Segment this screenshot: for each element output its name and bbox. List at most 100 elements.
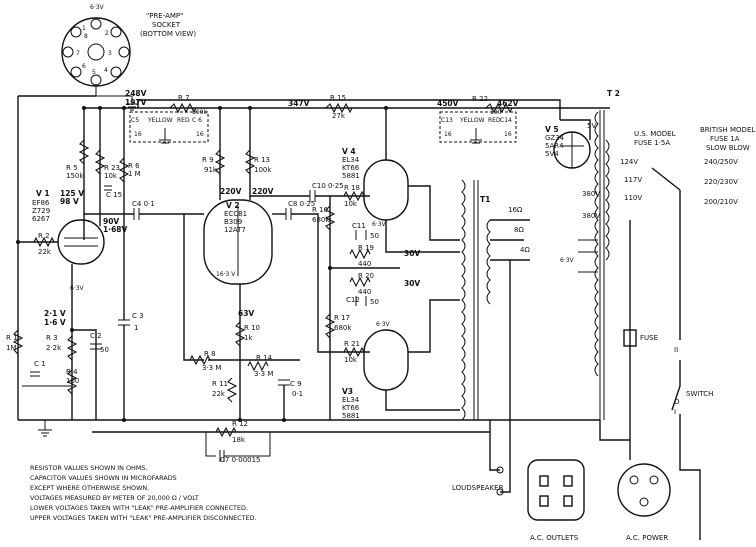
c11-label: C11 — [352, 222, 366, 230]
speaker-terminal-2[interactable] — [496, 488, 504, 496]
rail-197v: 197V — [125, 98, 147, 107]
feedback-network: R 12 18k C7 0·00015 — [205, 420, 271, 464]
british-slow-blow: SLOW BLOW — [706, 144, 750, 152]
v1-type-alt1: Z729 — [32, 207, 50, 215]
c2-capacitor — [90, 343, 102, 350]
socket-pin-4: 4 — [104, 67, 108, 74]
switch-pos-i: I — [674, 408, 676, 416]
v2-envelope — [203, 199, 273, 285]
r12-resistor — [215, 426, 237, 438]
v5-elements — [560, 132, 584, 168]
t1-tap-8-ohm: 8Ω — [514, 226, 524, 234]
fuse-label: FUSE — [640, 334, 658, 342]
v3-screen-lead — [408, 299, 460, 353]
r18-label: R 18 — [344, 184, 360, 192]
c8-label: C8 0·25 — [288, 200, 315, 208]
v3-heater: 6·3V — [376, 321, 391, 328]
r7-label: R 7 — [178, 94, 190, 102]
switch-pos-ii: II — [674, 346, 678, 354]
outlet-pin-3 — [539, 495, 549, 507]
c15-label: C 15 — [106, 191, 122, 199]
bias-network: C11 50 R 19 440 30V R 20 440 30V C12 50 — [330, 222, 420, 306]
c4-capacitor — [133, 208, 140, 220]
r8-resistor — [189, 354, 211, 366]
r16-resistor — [324, 205, 336, 231]
r23-resistor — [94, 149, 106, 175]
t2-tap-124v: 124V — [620, 158, 638, 166]
r3-value: 2·2k — [46, 344, 62, 352]
note-resistor-units: RESISTOR VALUES SHOWN IN OHMS. — [30, 464, 147, 472]
c11-capacitor — [355, 230, 367, 240]
v2-heater: 16·3 V — [216, 271, 236, 278]
v5-lead — [560, 119, 591, 140]
ac-outlet-socket[interactable] — [527, 459, 585, 521]
v2-type: ECC81 — [224, 210, 247, 218]
r7-filter: R 7 100k C5 YELLOW RED C 6 16 16 — [129, 94, 209, 144]
c13-earth — [470, 128, 482, 144]
r10-value: 1k — [244, 334, 253, 342]
r14-resistor — [247, 360, 269, 372]
r4-resistor — [66, 369, 78, 395]
t2-tap-5v: 5V — [587, 122, 596, 130]
v4-output: V 4 EL34 KT66 5881 6·3V R 18 10k — [342, 108, 460, 253]
v2-stage: R 9 91k 220V R 13 100k 220V V 2 ECC81 B3… — [183, 108, 303, 420]
socket-title-1: "PRE-AMP" — [146, 12, 183, 20]
socket-pin-6: 6 — [82, 63, 86, 70]
v1-label: V 1 — [36, 189, 50, 198]
v4-envelope — [363, 159, 409, 221]
v4-label: V 4 — [342, 147, 356, 156]
c13-value: 16 — [444, 131, 452, 138]
v4-screen-lead — [408, 185, 460, 241]
r1-resistor — [12, 329, 24, 355]
r12-value: 18k — [232, 436, 246, 444]
c9-label: C 9 — [290, 380, 302, 388]
switch-label: SWITCH — [686, 390, 713, 398]
speaker-terminal-1[interactable] — [496, 466, 504, 474]
r20-value: 440 — [358, 288, 371, 296]
t2-label: T 2 — [607, 89, 620, 98]
r7-resistor — [169, 102, 197, 114]
r6-resistor — [118, 157, 130, 183]
c2-label: C 2 — [90, 332, 102, 340]
mains-live — [679, 414, 701, 540]
r20-resistor — [349, 276, 371, 288]
r22-filter: R 22 100 C13 YELLOW RED C14 16 16 — [439, 95, 517, 144]
british-fuse-label: FUSE 1A — [710, 135, 740, 143]
r6-value: 1 M — [128, 170, 141, 178]
mains-transformer-t2: T 2 5V 380V 380V 124V 117V 110V 6·3V — [560, 89, 642, 420]
r15-group: R 15 27k — [325, 94, 353, 120]
c3-capacitor — [118, 319, 130, 326]
v1-screen-v: 90V — [103, 217, 119, 226]
v3-envelope — [363, 329, 409, 391]
c4-label: C4 0·1 — [132, 200, 155, 208]
v2-type-alt2: 12AT7 — [224, 226, 246, 234]
loudspeaker-label: LOUDSPEAKER — [452, 484, 504, 492]
outlet-pin-4 — [563, 495, 573, 507]
t2-core — [599, 110, 605, 420]
t1-primary — [461, 179, 466, 421]
r13-resistor — [244, 149, 256, 175]
voltage-selector[interactable] — [651, 167, 681, 340]
r14-label: R 14 — [256, 354, 273, 362]
r1-label: R 1 — [6, 334, 18, 342]
r13-value: 100k — [254, 166, 272, 174]
v4-heater: 6·3V — [372, 221, 387, 228]
r16-value: 680k — [312, 216, 330, 224]
v1-type: EF86 — [32, 199, 50, 207]
chassis-earth — [38, 420, 52, 437]
socket-pin-2: 2 — [105, 30, 109, 37]
v3-output: 6·3V V3 EL34 KT66 5881 R 21 10k — [342, 299, 460, 420]
v2-label: V 2 — [226, 201, 240, 210]
c7-capacitor — [205, 432, 271, 462]
output-transformer-t1: T1 16Ω 8Ω 4Ω LOUDSPEAKER — [452, 179, 530, 496]
outlet-pin-1 — [539, 475, 549, 487]
v1-stage: R 5 150k R 23 10k C 15 R 6 1 M V 1 EF86 … — [6, 108, 141, 420]
c11-value: 50 — [370, 232, 379, 240]
note-upper-voltages: UPPER VOLTAGES TAKEN WITH "LEAK" PRE-AMP… — [30, 514, 257, 522]
r2-value: 22k — [38, 248, 52, 256]
c14-red: RED — [488, 117, 501, 124]
c5-c6-can — [129, 111, 209, 143]
ac-power-inlet[interactable] — [617, 463, 671, 517]
ac-power-label: A.C. POWER — [626, 534, 668, 542]
mains-switch[interactable] — [671, 360, 681, 411]
